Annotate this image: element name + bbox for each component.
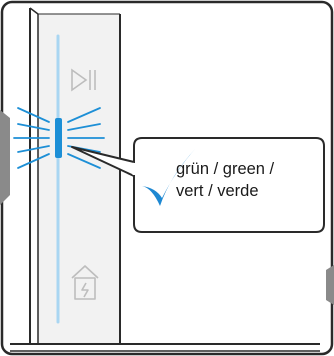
control-panel: [38, 14, 120, 344]
checkmark-icon: [142, 148, 196, 206]
callout-text: grün / green / vert / verde: [176, 158, 326, 202]
indicator-glow-rays-left: [13, 107, 50, 169]
panel-top-bevel: [29, 7, 39, 15]
callout-bubble: [133, 137, 325, 233]
play-pause-icon[interactable]: [71, 68, 96, 92]
callout-pointer: [71, 146, 135, 177]
right-side-shade: [326, 265, 334, 305]
indicator-glow-rays-right: [67, 107, 105, 169]
callout-line-2: vert / verde: [176, 182, 259, 200]
home-connect-power-icon[interactable]: [71, 265, 99, 300]
left-side-shade: [0, 110, 10, 205]
green-indicator-light: [55, 118, 62, 158]
callout-line-1: grün / green /: [176, 160, 275, 178]
